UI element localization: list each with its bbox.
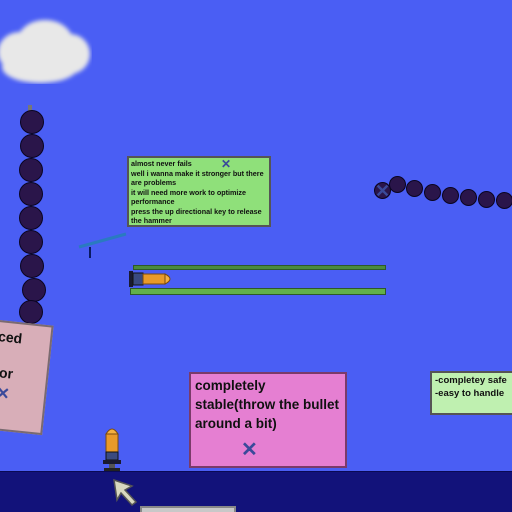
- x-mark-icon[interactable]: ✕: [221, 157, 232, 171]
- partial-note[interactable]: ced for ✕: [0, 318, 54, 436]
- chain-ball[interactable]: [19, 182, 43, 206]
- hammer-note-text: almost never fails well i wanna make it …: [131, 159, 264, 225]
- x-mark-icon[interactable]: ✕: [375, 181, 391, 201]
- hammer-bottom-rail[interactable]: [130, 288, 386, 295]
- chain-ball[interactable]: [424, 184, 441, 201]
- partial-note-line2: for: [0, 363, 14, 382]
- bottom-panel[interactable]: [140, 506, 236, 512]
- chain-ball[interactable]: [22, 278, 46, 302]
- stable-note-text: completely stable(throw the bullet aroun…: [195, 378, 340, 431]
- stable-note[interactable]: completely stable(throw the bullet aroun…: [189, 372, 347, 468]
- hammer-note[interactable]: almost never fails well i wanna make it …: [127, 156, 271, 227]
- chain-ball[interactable]: [20, 254, 44, 278]
- chain-ball[interactable]: [478, 191, 495, 208]
- x-mark-icon[interactable]: ✕: [241, 439, 258, 461]
- chain-ball[interactable]: [389, 176, 406, 193]
- hammer-top-rail[interactable]: [133, 265, 386, 270]
- chain-ball[interactable]: [19, 230, 43, 254]
- chain-ball[interactable]: [19, 300, 43, 324]
- lever-stick[interactable]: [76, 230, 136, 260]
- ground: [0, 471, 512, 512]
- x-mark-icon[interactable]: ✕: [0, 385, 11, 404]
- chain-ball[interactable]: [406, 180, 423, 197]
- safety-note-text: -completey safe -easy to handle: [435, 375, 507, 399]
- chain-ball[interactable]: [496, 192, 512, 209]
- bullet-launcher[interactable]: [127, 269, 177, 289]
- cloud-icon: [0, 20, 90, 83]
- chain-ball[interactable]: [460, 189, 477, 206]
- cursor-arrow-icon: [113, 478, 138, 507]
- chain-ball[interactable]: [442, 187, 459, 204]
- partial-note-line1: ced: [0, 328, 24, 347]
- chain-ball[interactable]: [20, 110, 44, 134]
- chain-ball[interactable]: [19, 158, 43, 182]
- chain-ball[interactable]: [19, 206, 43, 230]
- chain-ball[interactable]: [20, 134, 44, 158]
- upright-bullet[interactable]: [100, 424, 124, 472]
- safety-note[interactable]: -completey safe -easy to handle: [430, 371, 512, 415]
